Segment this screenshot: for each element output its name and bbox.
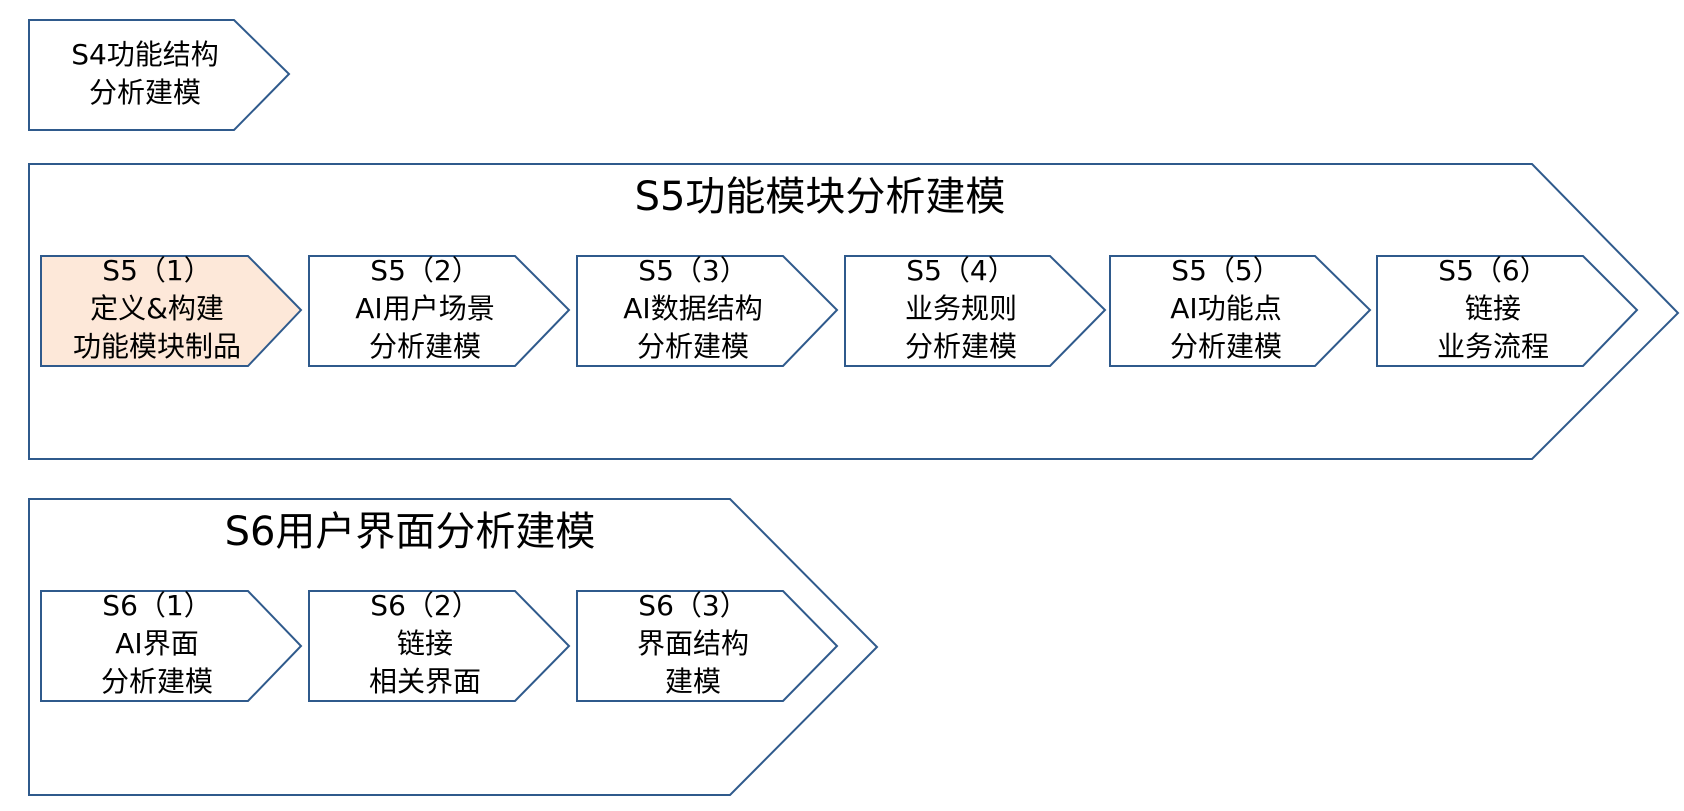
s5-step-2-chevron [308,255,571,367]
s4-label: S4功能结构 分析建模 [29,36,261,112]
s5-step-4-id: S5（4） [906,254,1016,287]
s5-title: S5功能模块分析建模 [634,174,1006,220]
s5-step-5-line2: 分析建模 [1169,330,1282,363]
s5-step-2-label: S5（2） AI用户场景 分析建模 [309,252,541,366]
s5-step-4-label: S5（4） 业务规则 分析建模 [845,252,1077,366]
s5-step-6-label: S5（6） 链接 业务流程 [1377,252,1609,366]
s6-step-1-id: S6（1） [102,589,212,622]
s5-step-4-line2: 分析建模 [904,330,1017,363]
s6-step-2-chevron [308,590,571,702]
s5-step-1-label: S5（1） 定义&构建 功能模块制品 [41,252,273,366]
s6-title: S6用户界面分析建模 [224,509,596,555]
s5-step-3-id: S5（3） [638,254,748,287]
s5-step-4-line1: 业务规则 [904,292,1017,325]
s5-step-5-id: S5（5） [1171,254,1281,287]
s5-step-1-id: S5（1） [102,254,212,287]
s6-step-3-line2: 建模 [664,665,721,698]
s5-step-5-chevron [1109,255,1372,367]
s6-step-1-line1: AI界面 [115,627,199,660]
s6-step-3-id: S6（3） [638,589,748,622]
s5-step-1-line1: 定义&构建 [90,292,224,325]
s6-step-2-line1: 链接 [396,627,453,660]
s4-chevron [28,19,291,131]
s5-step-2-line2: 分析建模 [368,330,481,363]
s5-step-2-id: S5（2） [370,254,480,287]
s6-step-3-line1: 界面结构 [636,627,749,660]
s6-step-1-line2: 分析建模 [100,665,213,698]
s5-step-3-chevron [576,255,839,367]
s5-step-6-line2: 业务流程 [1436,330,1549,363]
s6-step-2-label: S6（2） 链接 相关界面 [309,587,541,701]
s6-step-1-label: S6（1） AI界面 分析建模 [41,587,273,701]
s6-step-2-id: S6（2） [370,589,480,622]
s5-step-1-chevron [40,255,303,367]
s5-step-1-line2: 功能模块制品 [72,330,241,363]
s5-step-6-id: S5（6） [1438,254,1548,287]
s5-step-5-label: S5（5） AI功能点 分析建模 [1110,252,1342,366]
s5-step-6-chevron [1376,255,1639,367]
s4-line2: 分析建模 [88,76,201,109]
s5-step-5-line1: AI功能点 [1170,292,1282,325]
s5-step-4-chevron [844,255,1107,367]
s6-step-2-line2: 相关界面 [368,665,481,698]
s5-step-3-label: S5（3） AI数据结构 分析建模 [577,252,809,366]
s6-step-3-chevron [576,590,839,702]
s5-step-3-line1: AI数据结构 [623,292,763,325]
s4-line1: S4功能结构 [71,38,219,71]
s5-step-2-line1: AI用户场景 [355,292,495,325]
s6-step-1-chevron [40,590,303,702]
s5-step-6-line1: 链接 [1464,292,1521,325]
s6-step-3-label: S6（3） 界面结构 建模 [577,587,809,701]
s5-step-3-line2: 分析建模 [636,330,749,363]
